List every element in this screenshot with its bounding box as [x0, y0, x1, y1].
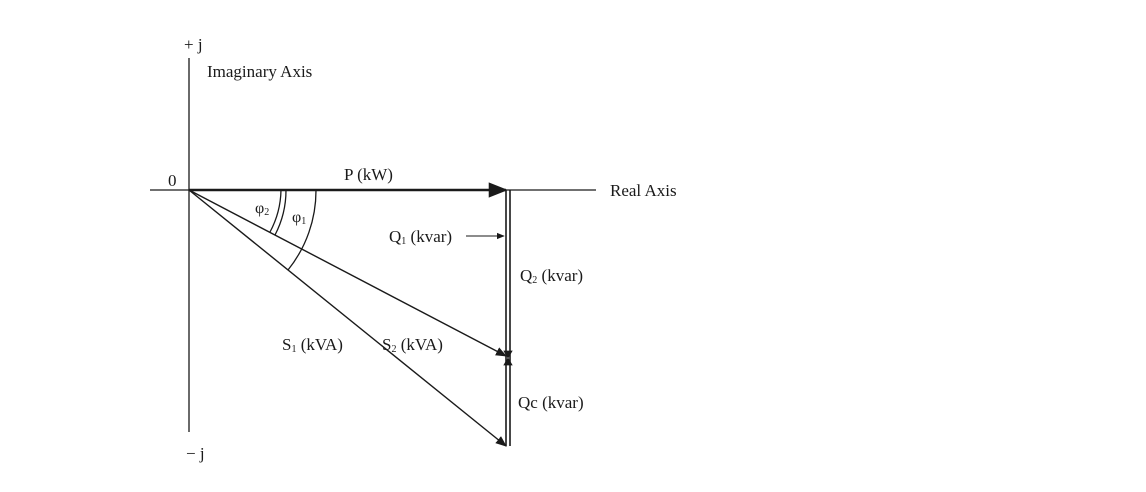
s2-vector — [188, 189, 507, 357]
minus-j-label: − j — [186, 444, 205, 463]
plus-j-label: + j — [184, 35, 203, 54]
qc-marker — [503, 350, 513, 366]
s1-vector — [188, 189, 507, 447]
s2-label: S2 (kVA) — [382, 335, 443, 355]
phi1-label: φ1 — [292, 209, 306, 227]
s1-label: S1 (kVA) — [282, 335, 343, 355]
imaginary-axis-label: Imaginary Axis — [207, 62, 312, 81]
phi2-label: φ2 — [255, 200, 269, 218]
q1-label: Q1 (kvar) — [389, 227, 452, 247]
q2-label: Q2 (kvar) — [520, 266, 583, 286]
phi2-arc-inner — [274, 189, 287, 236]
real-axis-label: Real Axis — [610, 181, 677, 200]
qc-label: Qc (kvar) — [518, 393, 584, 412]
phi2-arc — [269, 189, 282, 233]
origin-label: 0 — [168, 171, 177, 190]
p-label: P (kW) — [344, 165, 393, 184]
phi1-arc — [287, 189, 317, 271]
